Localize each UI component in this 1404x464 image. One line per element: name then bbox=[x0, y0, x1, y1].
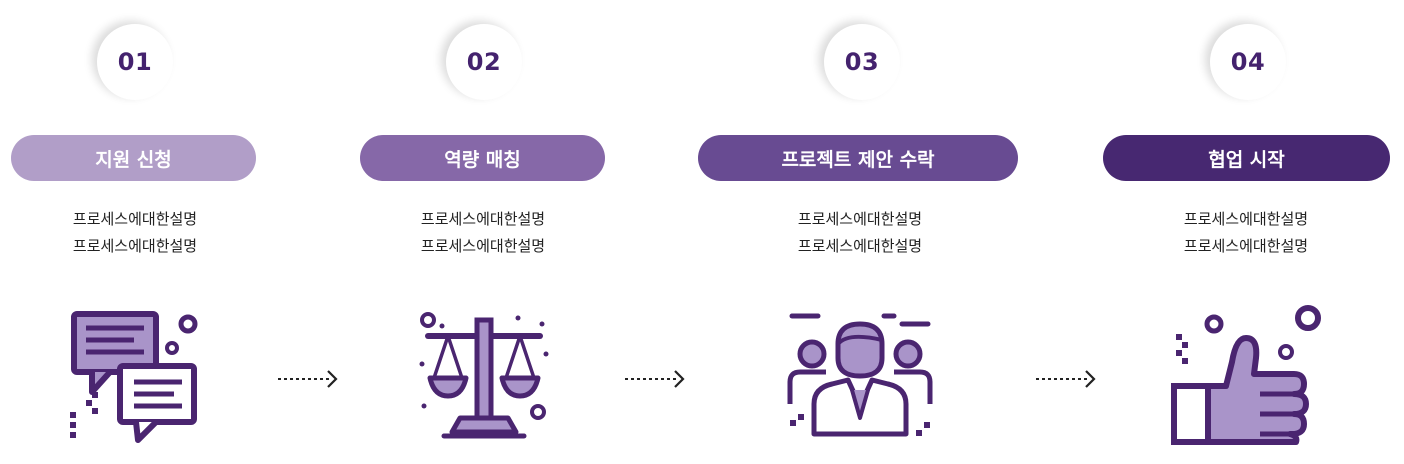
step-description-line: 프로세스에대한설명 bbox=[797, 237, 923, 255]
step-description-line: 프로세스에대한설명 bbox=[420, 237, 546, 255]
step-description-line: 프로세스에대한설명 bbox=[420, 210, 546, 228]
step-title-pill: 역량 매칭 bbox=[360, 135, 605, 181]
balance-scale-icon bbox=[419, 312, 549, 439]
chat-bubbles-icon bbox=[70, 311, 198, 443]
step-description-line: 프로세스에대한설명 bbox=[1183, 210, 1309, 228]
step-title-pill: 지원 신청 bbox=[11, 135, 256, 181]
dotted-arrow-icon bbox=[278, 370, 338, 388]
step-description-line: 프로세스에대한설명 bbox=[1183, 237, 1309, 255]
process-step-1: 01 지원 신청 프로세스에대한설명 프로세스에대한설명 bbox=[0, 0, 270, 464]
step-description: 프로세스에대한설명 프로세스에대한설명 bbox=[745, 206, 975, 260]
process-step-4: 04 협업 시작 프로세스에대한설명 프로세스에대한설명 bbox=[1100, 0, 1400, 464]
process-step-2: 02 역량 매칭 프로세스에대한설명 프로세스에대한설명 bbox=[350, 0, 620, 464]
step-description-line: 프로세스에대한설명 bbox=[797, 210, 923, 228]
step-number-badge: 01 bbox=[97, 24, 173, 100]
step-title-pill: 협업 시작 bbox=[1103, 135, 1390, 181]
step-title-pill: 프로젝트 제안 수락 bbox=[698, 135, 1018, 181]
dotted-arrow-icon bbox=[625, 370, 685, 388]
step-number-badge: 03 bbox=[824, 24, 900, 100]
process-step-3: 03 프로젝트 제안 수락 프로세스에대한설명 프로세스에대한설명 bbox=[690, 0, 1030, 464]
step-number-badge: 04 bbox=[1210, 24, 1286, 100]
step-description-line: 프로세스에대한설명 bbox=[72, 210, 198, 228]
thumbs-up-icon bbox=[1171, 305, 1321, 445]
step-description-line: 프로세스에대한설명 bbox=[72, 237, 198, 255]
step-description: 프로세스에대한설명 프로세스에대한설명 bbox=[1131, 206, 1361, 260]
step-number-badge: 02 bbox=[446, 24, 522, 100]
step-description: 프로세스에대한설명 프로세스에대한설명 bbox=[368, 206, 598, 260]
step-description: 프로세스에대한설명 프로세스에대한설명 bbox=[20, 206, 250, 260]
dotted-arrow-icon bbox=[1036, 370, 1096, 388]
team-people-icon bbox=[787, 313, 933, 437]
